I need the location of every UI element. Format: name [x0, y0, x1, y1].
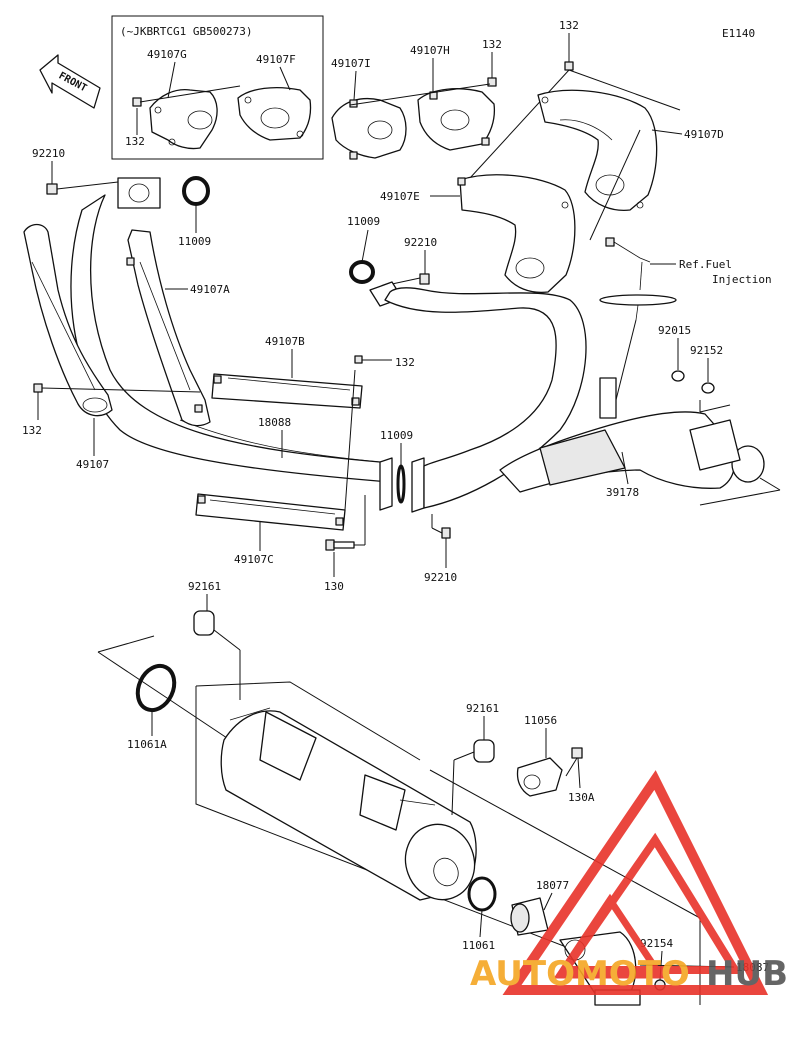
nut-92210-low-shape [441, 527, 451, 539]
ref-line-2: Injection [712, 273, 772, 286]
grommet-92161-top-shape [193, 610, 215, 636]
diagram-code: E1140 [722, 27, 755, 40]
label-130: 130 [324, 580, 344, 593]
bolt-130a-shape [565, 747, 583, 777]
label-132-top: 132 [559, 19, 579, 32]
part-49107h-shape [417, 88, 496, 151]
label-49107c: 49107C [234, 553, 274, 566]
label-132-h: 132 [482, 38, 502, 51]
washer-92152-shape [701, 382, 715, 394]
label-49107: 49107 [76, 458, 109, 471]
label-11061: 11061 [462, 939, 495, 952]
bolt-132-inset-shape [132, 97, 142, 107]
automotohub-watermark: AUTOMOTO HUB [470, 770, 788, 995]
label-132-b: 132 [395, 356, 415, 369]
part-49107c-shape [195, 493, 346, 531]
gasket-11009-mid-shape [349, 260, 375, 284]
label-49107d: 49107D [684, 128, 724, 141]
label-92210-mid: 92210 [404, 236, 437, 249]
label-92210-tl: 92210 [32, 147, 65, 160]
label-18088: 18088 [258, 416, 291, 429]
label-92154: 92154 [640, 937, 673, 950]
label-130a: 130A [568, 791, 595, 804]
label-92152: 92152 [690, 344, 723, 357]
gasket-11061-shape [467, 876, 497, 912]
label-132-inset: 132 [125, 135, 145, 148]
part-39178-shape [499, 377, 765, 493]
label-49107b: 49107B [265, 335, 305, 348]
washer-92015-shape [671, 370, 685, 382]
label-49107i: 49107I [331, 57, 371, 70]
nut-92210-tl-shape [46, 183, 58, 195]
part-49107g-shape [149, 89, 218, 150]
label-11009-tl: 11009 [178, 235, 211, 248]
part-49107e-shape [457, 174, 576, 294]
label-92210-low: 92210 [424, 571, 457, 584]
label-49107h: 49107H [410, 44, 450, 57]
label-92161-top: 92161 [188, 580, 221, 593]
gasket-11061a-shape [135, 663, 177, 713]
label-92161-mid: 92161 [466, 702, 499, 715]
variant-note: (~JKBRTCG1 GB500273) [120, 25, 252, 38]
label-11056: 11056 [524, 714, 557, 727]
bolt-132-left-shape [33, 383, 43, 393]
header-pipe-right-shape [384, 287, 587, 509]
gasket-11009-tl-shape [182, 176, 210, 206]
flange-left-shape [117, 177, 161, 209]
label-11061a: 11061A [127, 738, 167, 751]
header-pipe-left-shape [70, 194, 391, 483]
part-49107a-shape [126, 229, 211, 427]
nut-92210-mid-shape [419, 273, 430, 285]
variant-inset-box [111, 15, 324, 160]
bracket-11056-shape [516, 757, 563, 797]
bolt-130-shape [325, 539, 355, 551]
part-49107i-shape [331, 97, 407, 160]
flange-center-left-shape [379, 457, 393, 511]
bolt-132-top-shape [564, 61, 574, 71]
watermark-text-hub: HUB [706, 954, 788, 994]
label-49107f: 49107F [256, 53, 296, 66]
label-49107g: 49107G [147, 48, 187, 61]
label-18077: 18077 [536, 879, 569, 892]
part-49107b-shape [211, 373, 363, 409]
bolt-132-b-shape [354, 355, 363, 364]
label-92015: 92015 [658, 324, 691, 337]
label-132-left: 132 [22, 424, 42, 437]
gasket-11009-low-shape [396, 464, 406, 504]
label-49107a: 49107A [190, 283, 230, 296]
ref-line-1: Ref.Fuel [679, 258, 732, 271]
watermark-text-automoto: AUTOMOTO [470, 954, 690, 994]
part-49107-shape [23, 223, 113, 417]
o2-sensor-shape [599, 237, 677, 417]
front-arrow-icon: FRONT [39, 54, 101, 109]
grommet-92161-mid-shape [473, 739, 495, 763]
label-49107e: 49107E [380, 190, 420, 203]
label-11009-mid: 11009 [347, 215, 380, 228]
flange-center-right-shape [411, 457, 425, 513]
part-49107f-shape [237, 86, 312, 141]
part-18077-shape [510, 897, 549, 936]
muffler-body-shape [220, 707, 477, 901]
label-39178: 39178 [606, 486, 639, 499]
label-11009-low: 11009 [380, 429, 413, 442]
bolt-132-h-shape [487, 77, 497, 87]
